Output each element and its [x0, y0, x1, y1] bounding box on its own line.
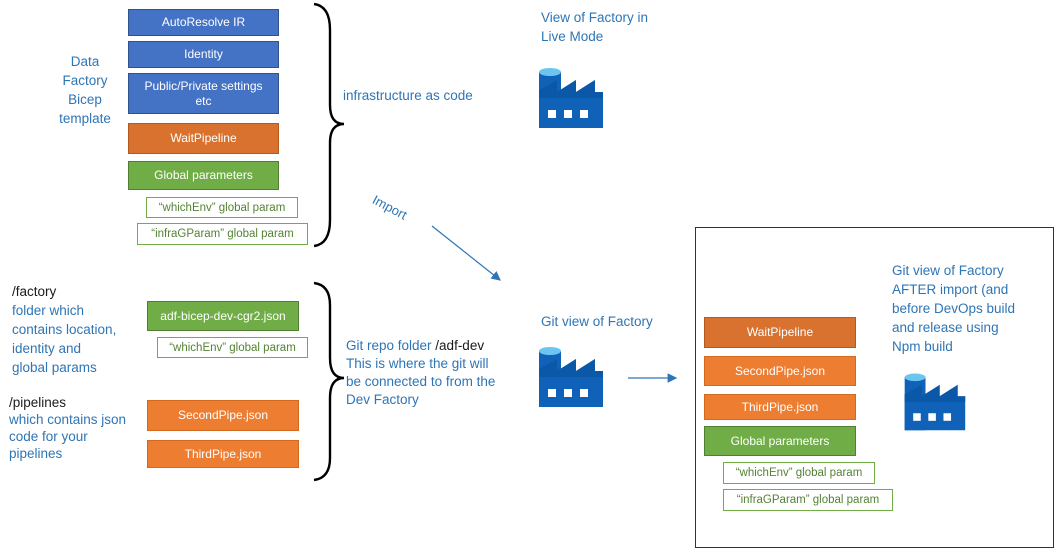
- third-pipe-box: ThirdPipe.json: [147, 440, 299, 468]
- after-wait-pipeline-box: WaitPipeline: [704, 317, 856, 348]
- identity-box: Identity: [128, 41, 279, 68]
- factory-whichenv-param: “whichEnv” global param: [157, 337, 308, 358]
- data-factory-icon: [904, 373, 966, 431]
- whichenv-param: “whichEnv” global param: [146, 197, 298, 218]
- infragparam-param: “infraGParam” global param: [137, 223, 308, 245]
- brace-infra: [313, 2, 345, 248]
- second-pipe-box: SecondPipe.json: [147, 400, 299, 431]
- factory-json-box: adf-bicep-dev-cgr2.json: [147, 301, 299, 331]
- after-second-pipe-box: SecondPipe.json: [704, 356, 856, 386]
- autoresolve-ir-box: AutoResolve IR: [128, 9, 279, 36]
- after-import-title: Git view of Factory AFTER import (and be…: [892, 263, 1016, 354]
- after-infragparam-param: “infraGParam” global param: [723, 489, 893, 511]
- data-factory-icon: [539, 347, 603, 407]
- after-third-pipe-box: ThirdPipe.json: [704, 394, 856, 420]
- git-repo-description: Git repo folder /adf-dev This is where t…: [346, 338, 496, 407]
- wait-pipeline-box: WaitPipeline: [128, 123, 279, 154]
- data-factory-icon: [539, 68, 603, 128]
- after-whichenv-param: “whichEnv” global param: [723, 462, 875, 484]
- global-parameters-box: Global parameters: [128, 161, 279, 190]
- infrastructure-as-code-label: infrastructure as code: [343, 88, 473, 103]
- after-global-parameters-box: Global parameters: [704, 426, 856, 456]
- brace-git: [313, 281, 345, 482]
- network-settings-box: Public/Private settings etc: [128, 73, 279, 114]
- live-view-title: View of Factory in Live Mode: [541, 10, 649, 44]
- import-arrow: [431, 225, 501, 281]
- factory-folder-label: /factory folder which contains location,…: [12, 284, 117, 375]
- git-view-title: Git view of Factory: [541, 314, 653, 329]
- pipelines-folder-label: /pipelines which contains json code for …: [9, 395, 127, 461]
- bicep-template-caption: Data Factory Bicep template: [59, 54, 111, 126]
